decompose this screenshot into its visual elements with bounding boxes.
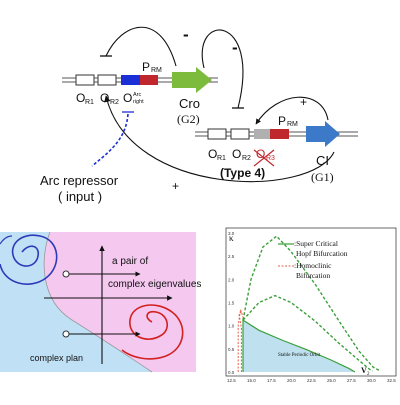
y-tick-label: 0.5 [228,347,235,352]
x-tick-label: 32.5 [387,378,396,383]
y-tick-labels: 3.0 2.5 2.0 1.5 1.0 0.5 0.0 [228,231,235,375]
region-boundary [43,231,153,373]
x-tick-label: 27.5 [347,378,356,383]
operator-label-r1-right: O [208,147,217,161]
operator-label-r3-right: O [256,147,265,161]
corner-label: V [361,366,367,375]
stable-spiral-blue [0,234,58,285]
eigenvalue-point-upper [62,270,70,278]
x-tick-labels: 12.5 15.0 17.5 20.0 22.5 25.0 27.5 30.0 32.5 [227,378,396,383]
arc-input-label: ( input ) [58,189,102,204]
x-tick-label: 25.0 [327,378,336,383]
y-tick-label: 3.0 [228,231,235,236]
x-tick-label: 20.0 [287,378,296,383]
region-label: Stable Periodic Orbit [278,353,321,358]
stable-spiral-tail [0,235,13,245]
x-tick-label: 15.0 [247,378,256,383]
promoter-sub-top: RM [151,67,162,74]
cro-gene-label: Cro [179,96,200,111]
legend-homoclinic-label-2: Bifurcation [296,271,330,280]
ci-gene-arrow [306,121,340,147]
promoter-sub-right: RM [287,121,298,128]
complex-plan-label: complex plan [30,353,83,363]
promoter-label-right: P [278,114,286,128]
promoter-box-right [270,129,289,139]
minus-sign-1: - [183,25,189,44]
ci-gene-sub: (G1) [311,170,334,184]
cro-repress-self-arc [105,26,177,67]
arc-repressor-label: Arc repressor [40,173,119,188]
operator-label-arc: O [123,91,132,105]
stable-orbit-region [243,320,355,372]
arc-right-box [121,75,140,85]
hopf-solid-curve [242,319,356,373]
arc-small-label-2: right [133,99,144,105]
operator-box-r3-right [254,129,270,139]
r3-cross-b [253,149,275,167]
cro-gene-sub: (G2) [177,112,200,126]
operator-box-r1-right [207,128,227,140]
y-tick-label: 0.0 [228,370,235,375]
x-tick-label: 22.5 [307,378,316,383]
hopf-dashed-inner-curve [242,294,373,372]
legend-hopf-label-2: Hopf Bifurcation [296,249,348,258]
operator-sub-r2-right: R2 [242,155,251,162]
x-tick-label: 17.5 [267,378,276,383]
x-tick-label: 12.5 [227,378,236,383]
eigen-label-2: complex eigenvalues [108,279,201,290]
y-tick-label: 2.0 [228,277,235,282]
promoter-label-top: P [142,60,150,74]
complex-plane-panel: a pair of complex eigenvalues complex pl… [0,231,201,373]
operator-label-r2-right: O [232,147,241,161]
promoter-box-top [140,75,158,85]
operator-sub-r3-right: R3 [266,155,275,162]
genetic-circuit: O R1 O R2 O Arc right P RM Cro (G2) O R1… [40,25,358,204]
y-tick-label: 1.0 [228,324,235,329]
minus-sign-2: - [232,38,238,57]
operator-sub-r1-right: R1 [217,155,226,162]
legend-homoclinic-label-1: :Homoclinic [294,261,332,270]
ci-activate-self-arc [255,96,329,125]
plus-sign-bottom: + [172,179,179,193]
cro-gene-arrow [172,67,212,93]
operator-box-r2-top [97,74,117,86]
arc-small-label-1: Arc [133,92,142,98]
hopf-dashed-outer-curve [242,235,381,372]
arc-input-dashed-line [91,113,129,167]
y-tick-label: 1.5 [228,301,235,306]
operator-sub-r2-top: R2 [110,99,119,106]
operator-sub-r1-top: R1 [85,99,94,106]
y-tick-label: 2.5 [228,254,235,259]
type-label: (Type 4) [220,166,265,180]
unstable-spiral-red [121,304,184,360]
eigenvalue-point-lower [62,330,70,338]
y-axis-label: κ [229,233,234,243]
left-half-region [0,232,152,372]
homoclinic-curve-a [237,309,244,372]
operator-label-r1-top: O [76,91,85,105]
operator-box-r2-right [230,128,250,140]
plus-sign-right: + [300,95,307,109]
operator-box-r1-top [75,74,95,86]
eigen-label-1: a pair of [112,256,148,267]
corner-sub: 2 [367,372,370,377]
homoclinic-curve-b [238,310,243,372]
ci-gene-label: CI [316,153,329,168]
legend-hopf-label-1: :Super Critical [294,239,338,248]
cro-repress-ci-arc [201,29,244,109]
x-tick-label: 30.0 [367,378,376,383]
